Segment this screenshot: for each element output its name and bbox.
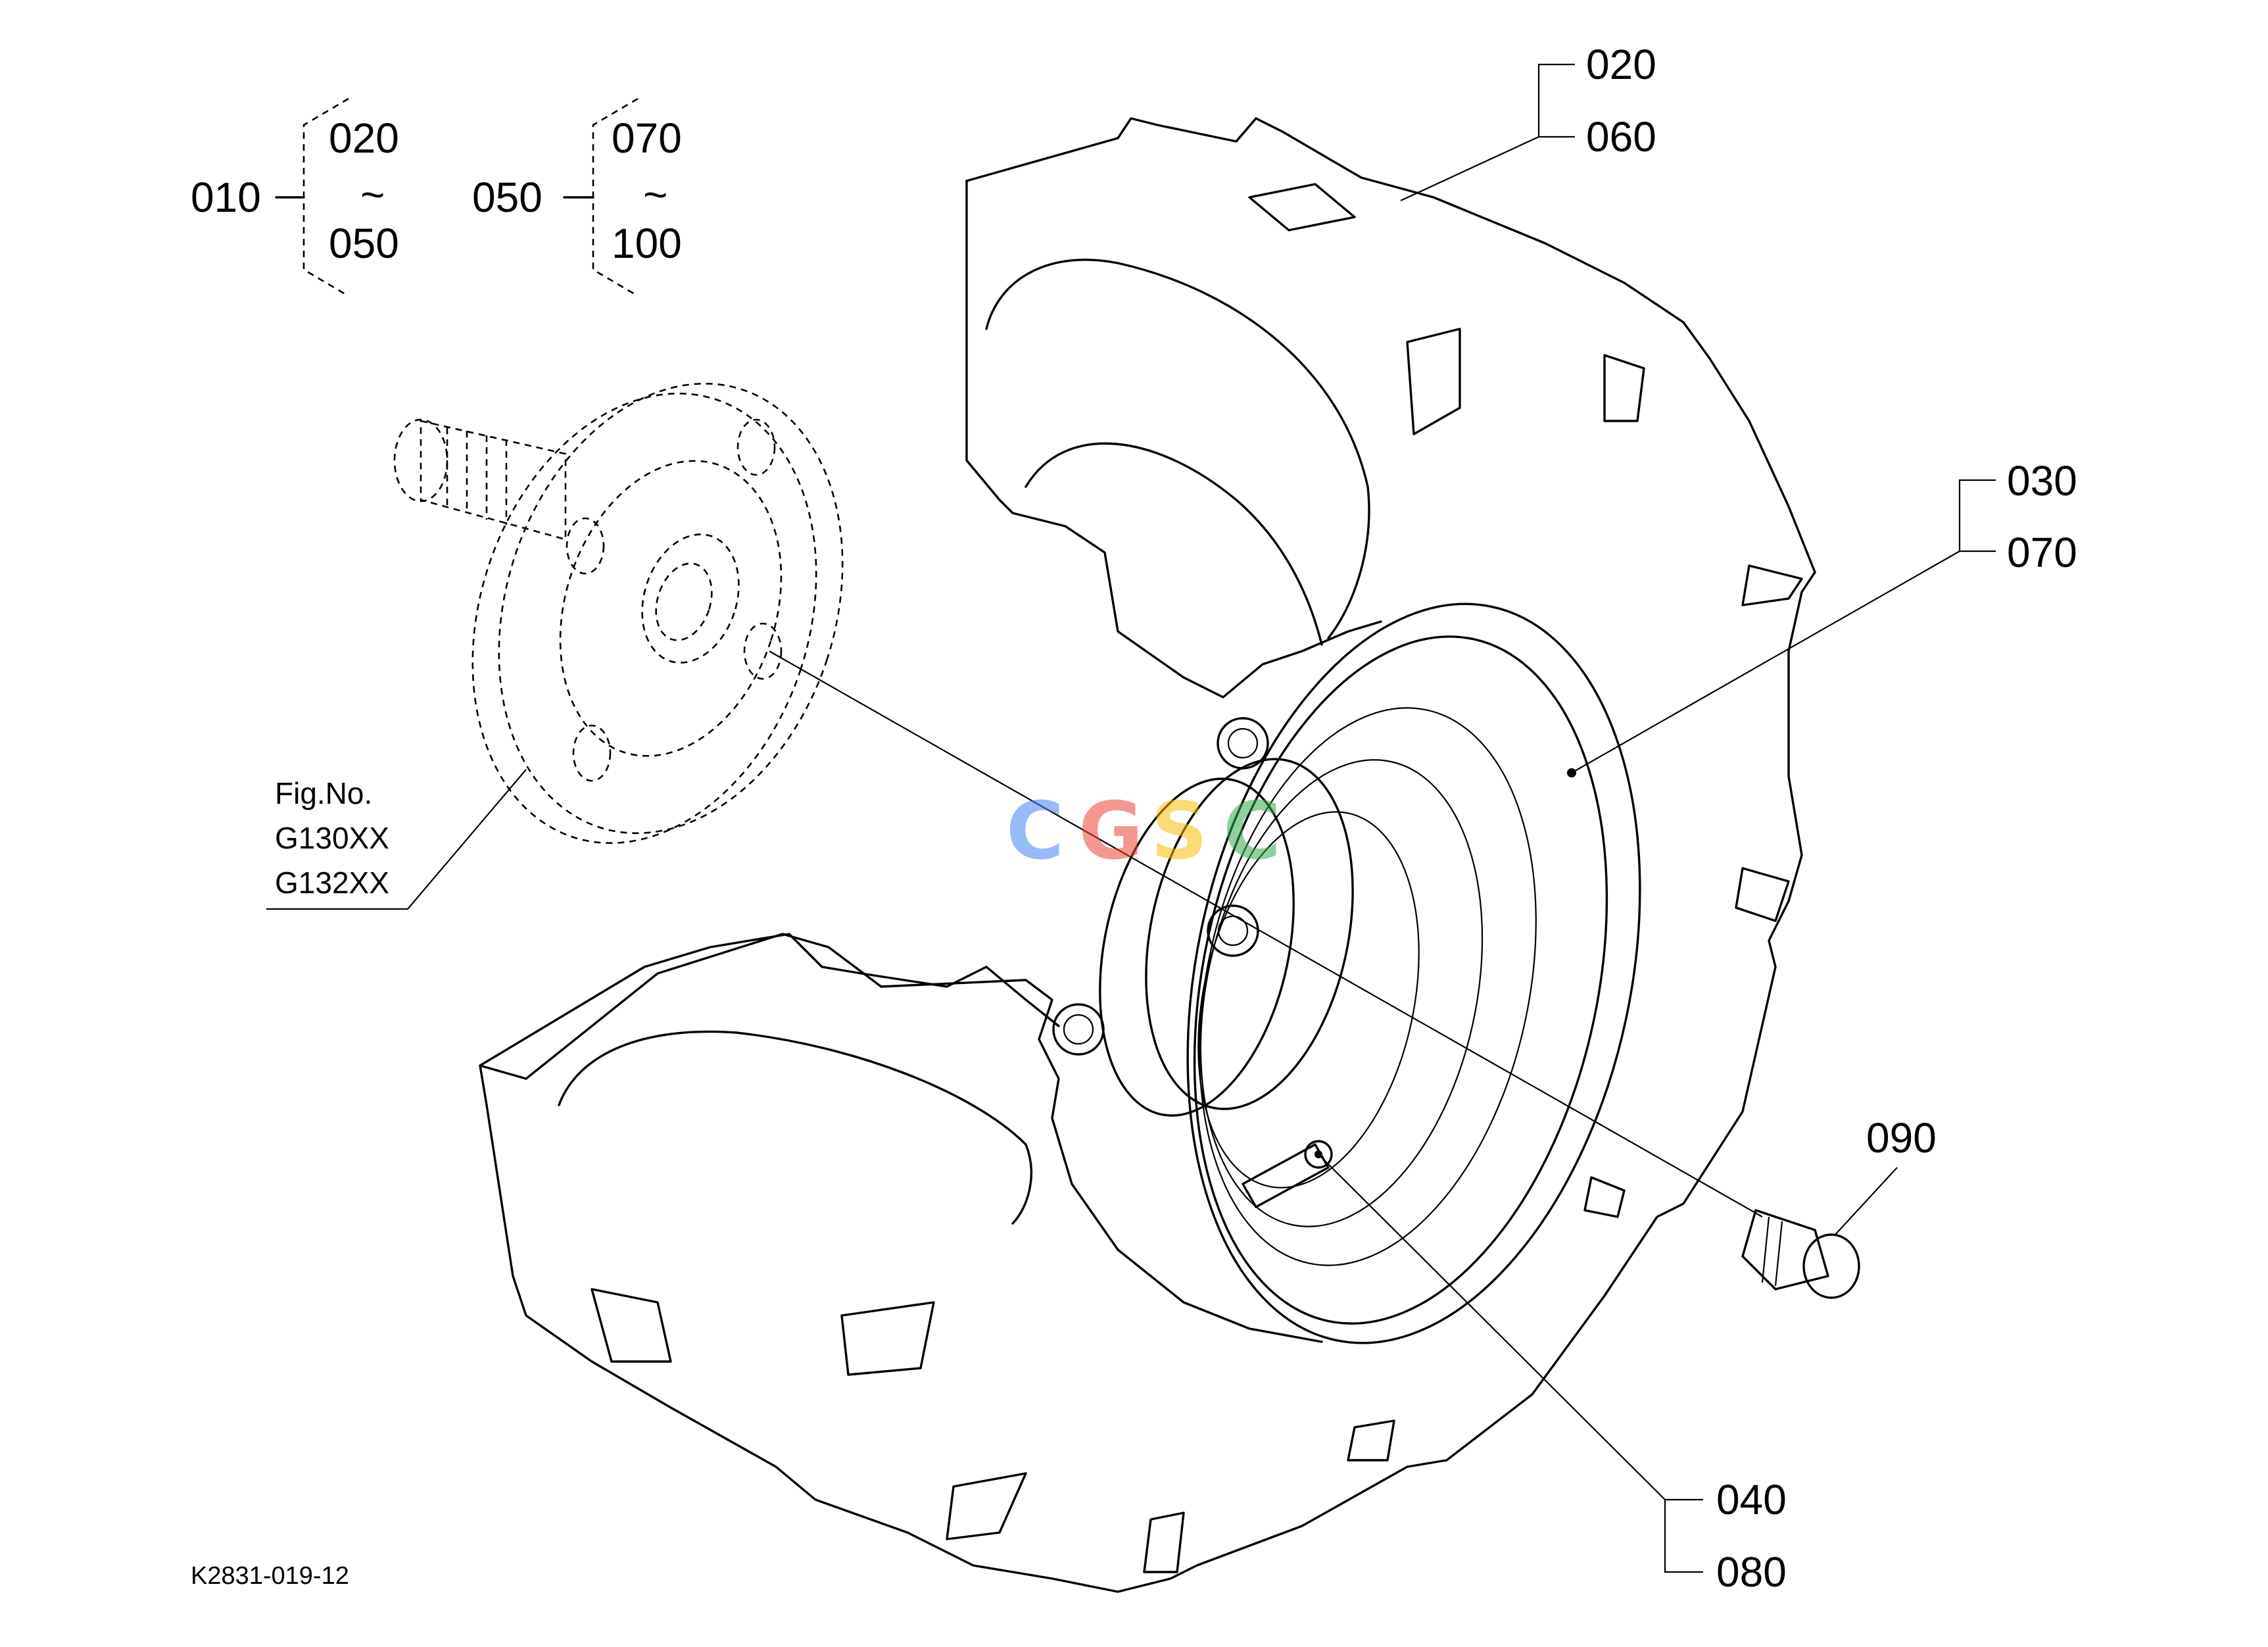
callout-030-070: 030 070	[1571, 457, 2077, 774]
group-050-parent-label: 050	[472, 174, 543, 221]
watermark-letter-4: C	[1223, 786, 1281, 877]
axle-hub-reference	[393, 382, 844, 845]
fig-ref-line3: G132XX	[275, 866, 389, 900]
watermark-letter-1: C	[1006, 786, 1064, 877]
group-050-tilde: ~	[643, 171, 667, 218]
callout-020-060: 020 060	[1400, 41, 1656, 201]
callout-040: 040	[1716, 1476, 1787, 1523]
figure-reference: Fig.No. G130XX G132XX	[266, 769, 527, 910]
callout-070: 070	[2007, 529, 2077, 576]
leader-bolt-to-cap	[769, 651, 1763, 1217]
callout-030: 030	[2007, 457, 2077, 504]
callout-090: 090	[1866, 1114, 1937, 1162]
valve-cap	[1741, 1209, 1860, 1299]
callout-080: 080	[1716, 1548, 1787, 1596]
callout-090: 090	[1834, 1114, 1937, 1236]
watermark-letter-3: S	[1151, 786, 1207, 877]
group-010-to-label: 050	[329, 220, 399, 267]
group-010-from-label: 020	[329, 114, 399, 162]
callout-020: 020	[1586, 41, 1656, 88]
drawing-id: K2831-019-12	[191, 1562, 349, 1590]
assembly-group-010: 010 020 ~ 050	[191, 97, 399, 297]
group-010-parent-label: 010	[191, 174, 261, 221]
group-010-tilde: ~	[360, 171, 385, 218]
group-050-to-label: 100	[612, 220, 682, 267]
watermark-letter-2: G	[1078, 786, 1144, 877]
callout-040-080: 040 080	[1318, 1154, 1787, 1596]
watermark-logo: C G S C	[1006, 786, 1281, 877]
tire	[479, 117, 1816, 1593]
fig-ref-line2: G130XX	[275, 821, 389, 855]
group-050-from-label: 070	[612, 114, 682, 162]
assembly-group-050: 050 070 ~ 100	[472, 97, 682, 297]
wheel-rim	[1052, 602, 1641, 1344]
callout-060: 060	[1586, 113, 1656, 160]
fig-ref-line1: Fig.No.	[275, 776, 372, 810]
